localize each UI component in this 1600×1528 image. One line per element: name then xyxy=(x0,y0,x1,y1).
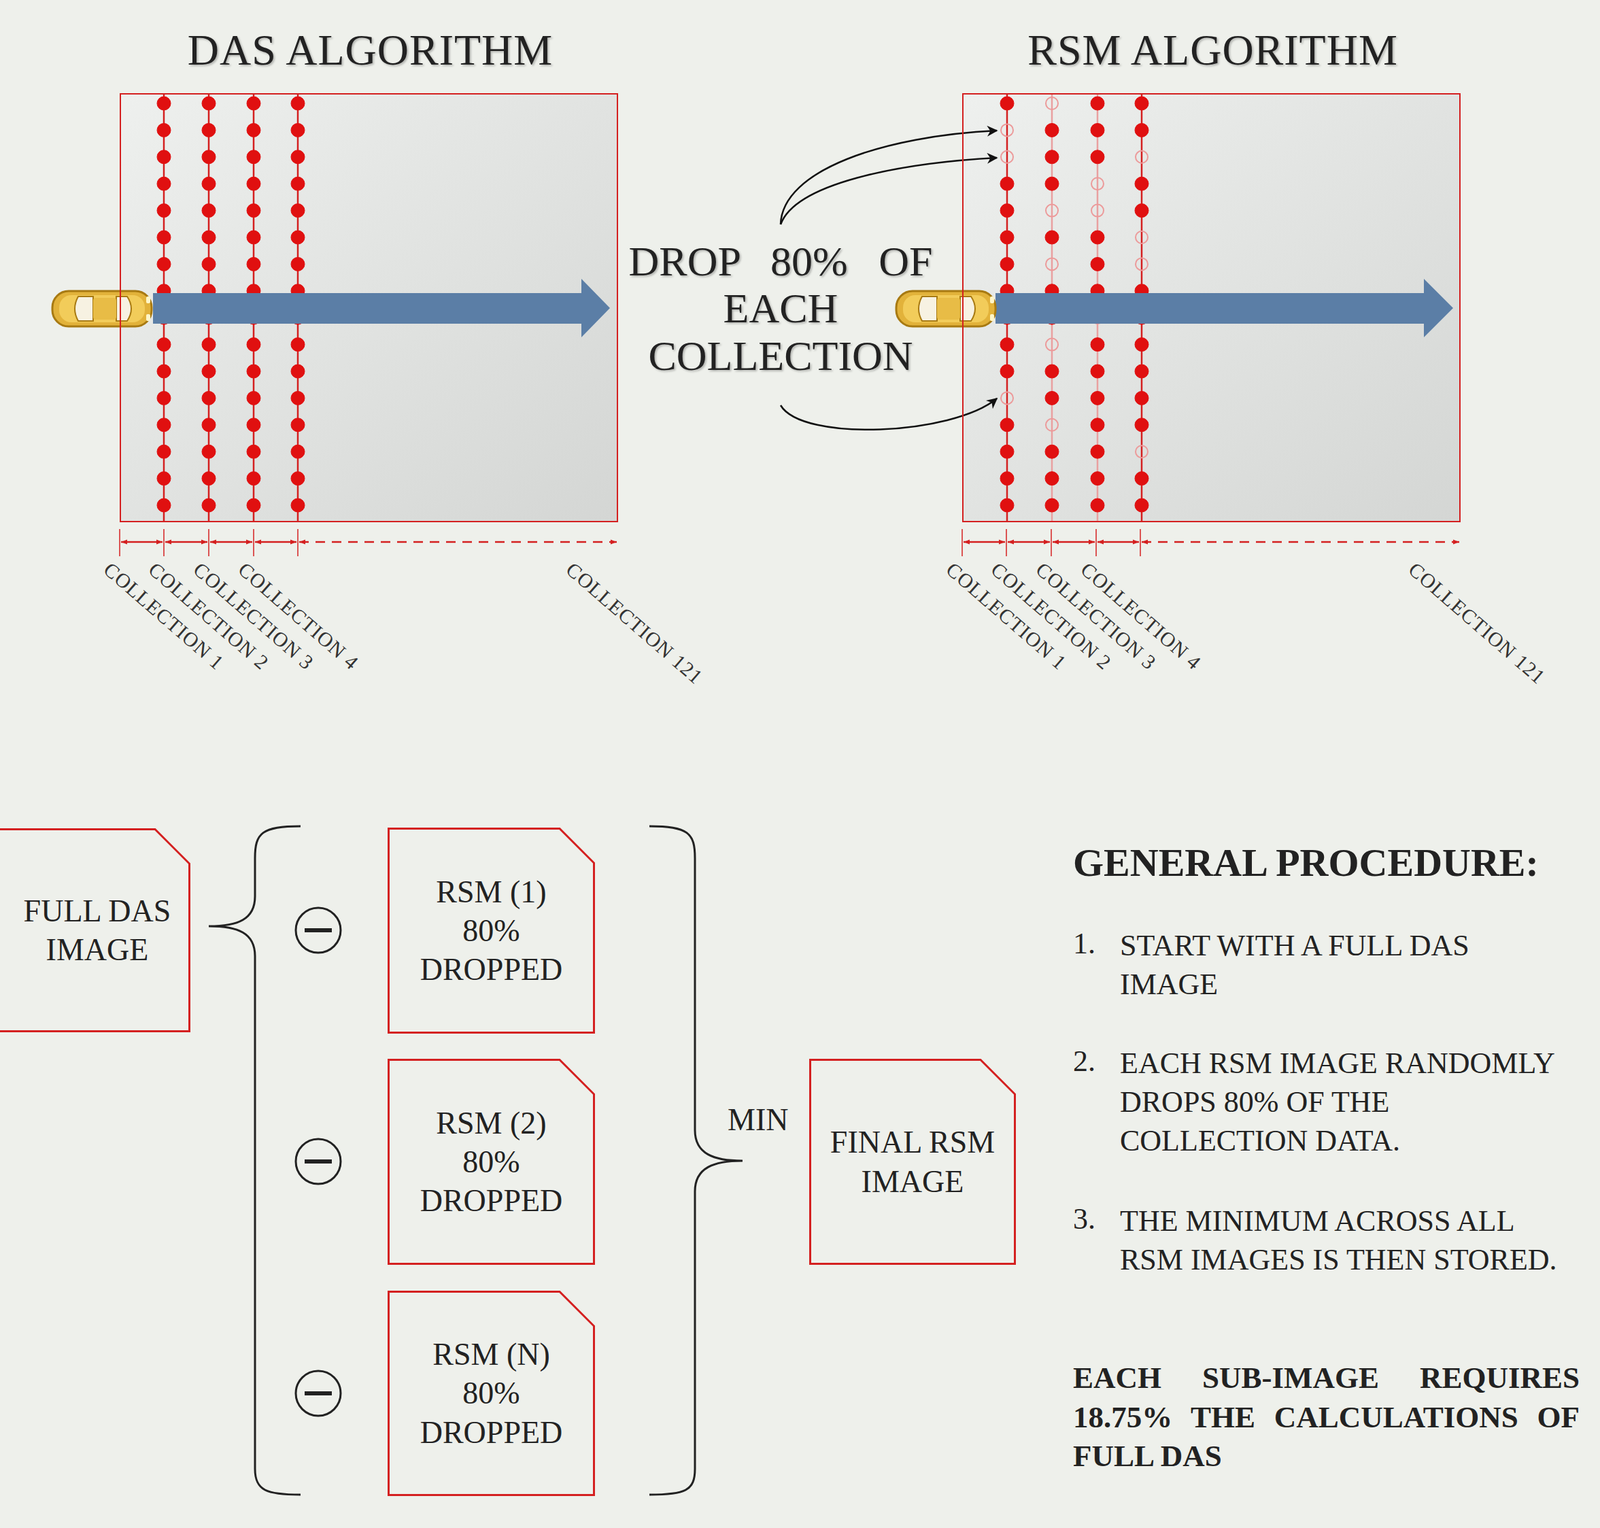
panel-ground xyxy=(962,93,1461,523)
step-number: 1. xyxy=(1073,926,1096,961)
box-label: RSM (1) 80% DROPPED xyxy=(406,872,577,989)
callout-text: DROP 80% OF EACH COLLECTION xyxy=(626,237,935,380)
panel-heading: DAS ALGORITHM xyxy=(93,25,647,76)
box-outline xyxy=(809,1058,1016,1265)
step-number: 2. xyxy=(1073,1043,1096,1079)
step-number: 3. xyxy=(1073,1201,1096,1237)
travel-arrow xyxy=(152,293,582,324)
rsm-image-box: RSM (1) 80% DROPPED xyxy=(387,827,595,1034)
box-outline xyxy=(0,828,191,1033)
travel-arrow-head xyxy=(581,278,610,338)
travel-arrow xyxy=(995,293,1424,324)
travel-arrow-head xyxy=(1423,278,1454,338)
step-text: START WITH A FULL DAS IMAGE xyxy=(1119,926,1569,1004)
section-heading: GENERAL PROCEDURE: xyxy=(1073,839,1539,886)
box-label: FULL DAS IMAGE xyxy=(8,891,186,969)
rsm-image-box: RSM (2) 80% DROPPED xyxy=(387,1058,595,1265)
image-box: FULL DAS IMAGE xyxy=(0,828,191,1033)
note-text: EACH SUB-IMAGE REQUIRES 18.75% THE CALCU… xyxy=(1073,1358,1580,1477)
minus-symbols xyxy=(295,907,341,1416)
operator-label: MIN xyxy=(727,1101,789,1138)
rsm-image-box: RSM (N) 80% DROPPED xyxy=(387,1290,595,1496)
collection-label: COLLECTION 121 xyxy=(1404,557,1551,689)
das-panel: DAS ALGORITHM xyxy=(119,93,619,523)
box-label: FINAL RSM IMAGE xyxy=(827,1122,998,1201)
panel-ground xyxy=(119,93,619,523)
box-label: RSM (N) 80% DROPPED xyxy=(406,1334,577,1452)
collection-label: COLLECTION 121 xyxy=(561,557,708,689)
panel-heading: RSM ALGORITHM xyxy=(936,25,1490,76)
step-text: EACH RSM IMAGE RANDOMLY DROPS 80% OF THE… xyxy=(1119,1043,1583,1161)
rsm-panel: RSM ALGORITHM xyxy=(962,93,1461,523)
right-brace xyxy=(649,826,743,1495)
dimension-lines xyxy=(119,529,1460,557)
left-brace xyxy=(208,826,301,1495)
final-image-box: FINAL RSM IMAGE xyxy=(809,1058,1016,1265)
step-text: THE MINIMUM ACROSS ALL RSM IMAGES IS THE… xyxy=(1119,1201,1576,1280)
box-label: RSM (2) 80% DROPPED xyxy=(406,1103,577,1220)
